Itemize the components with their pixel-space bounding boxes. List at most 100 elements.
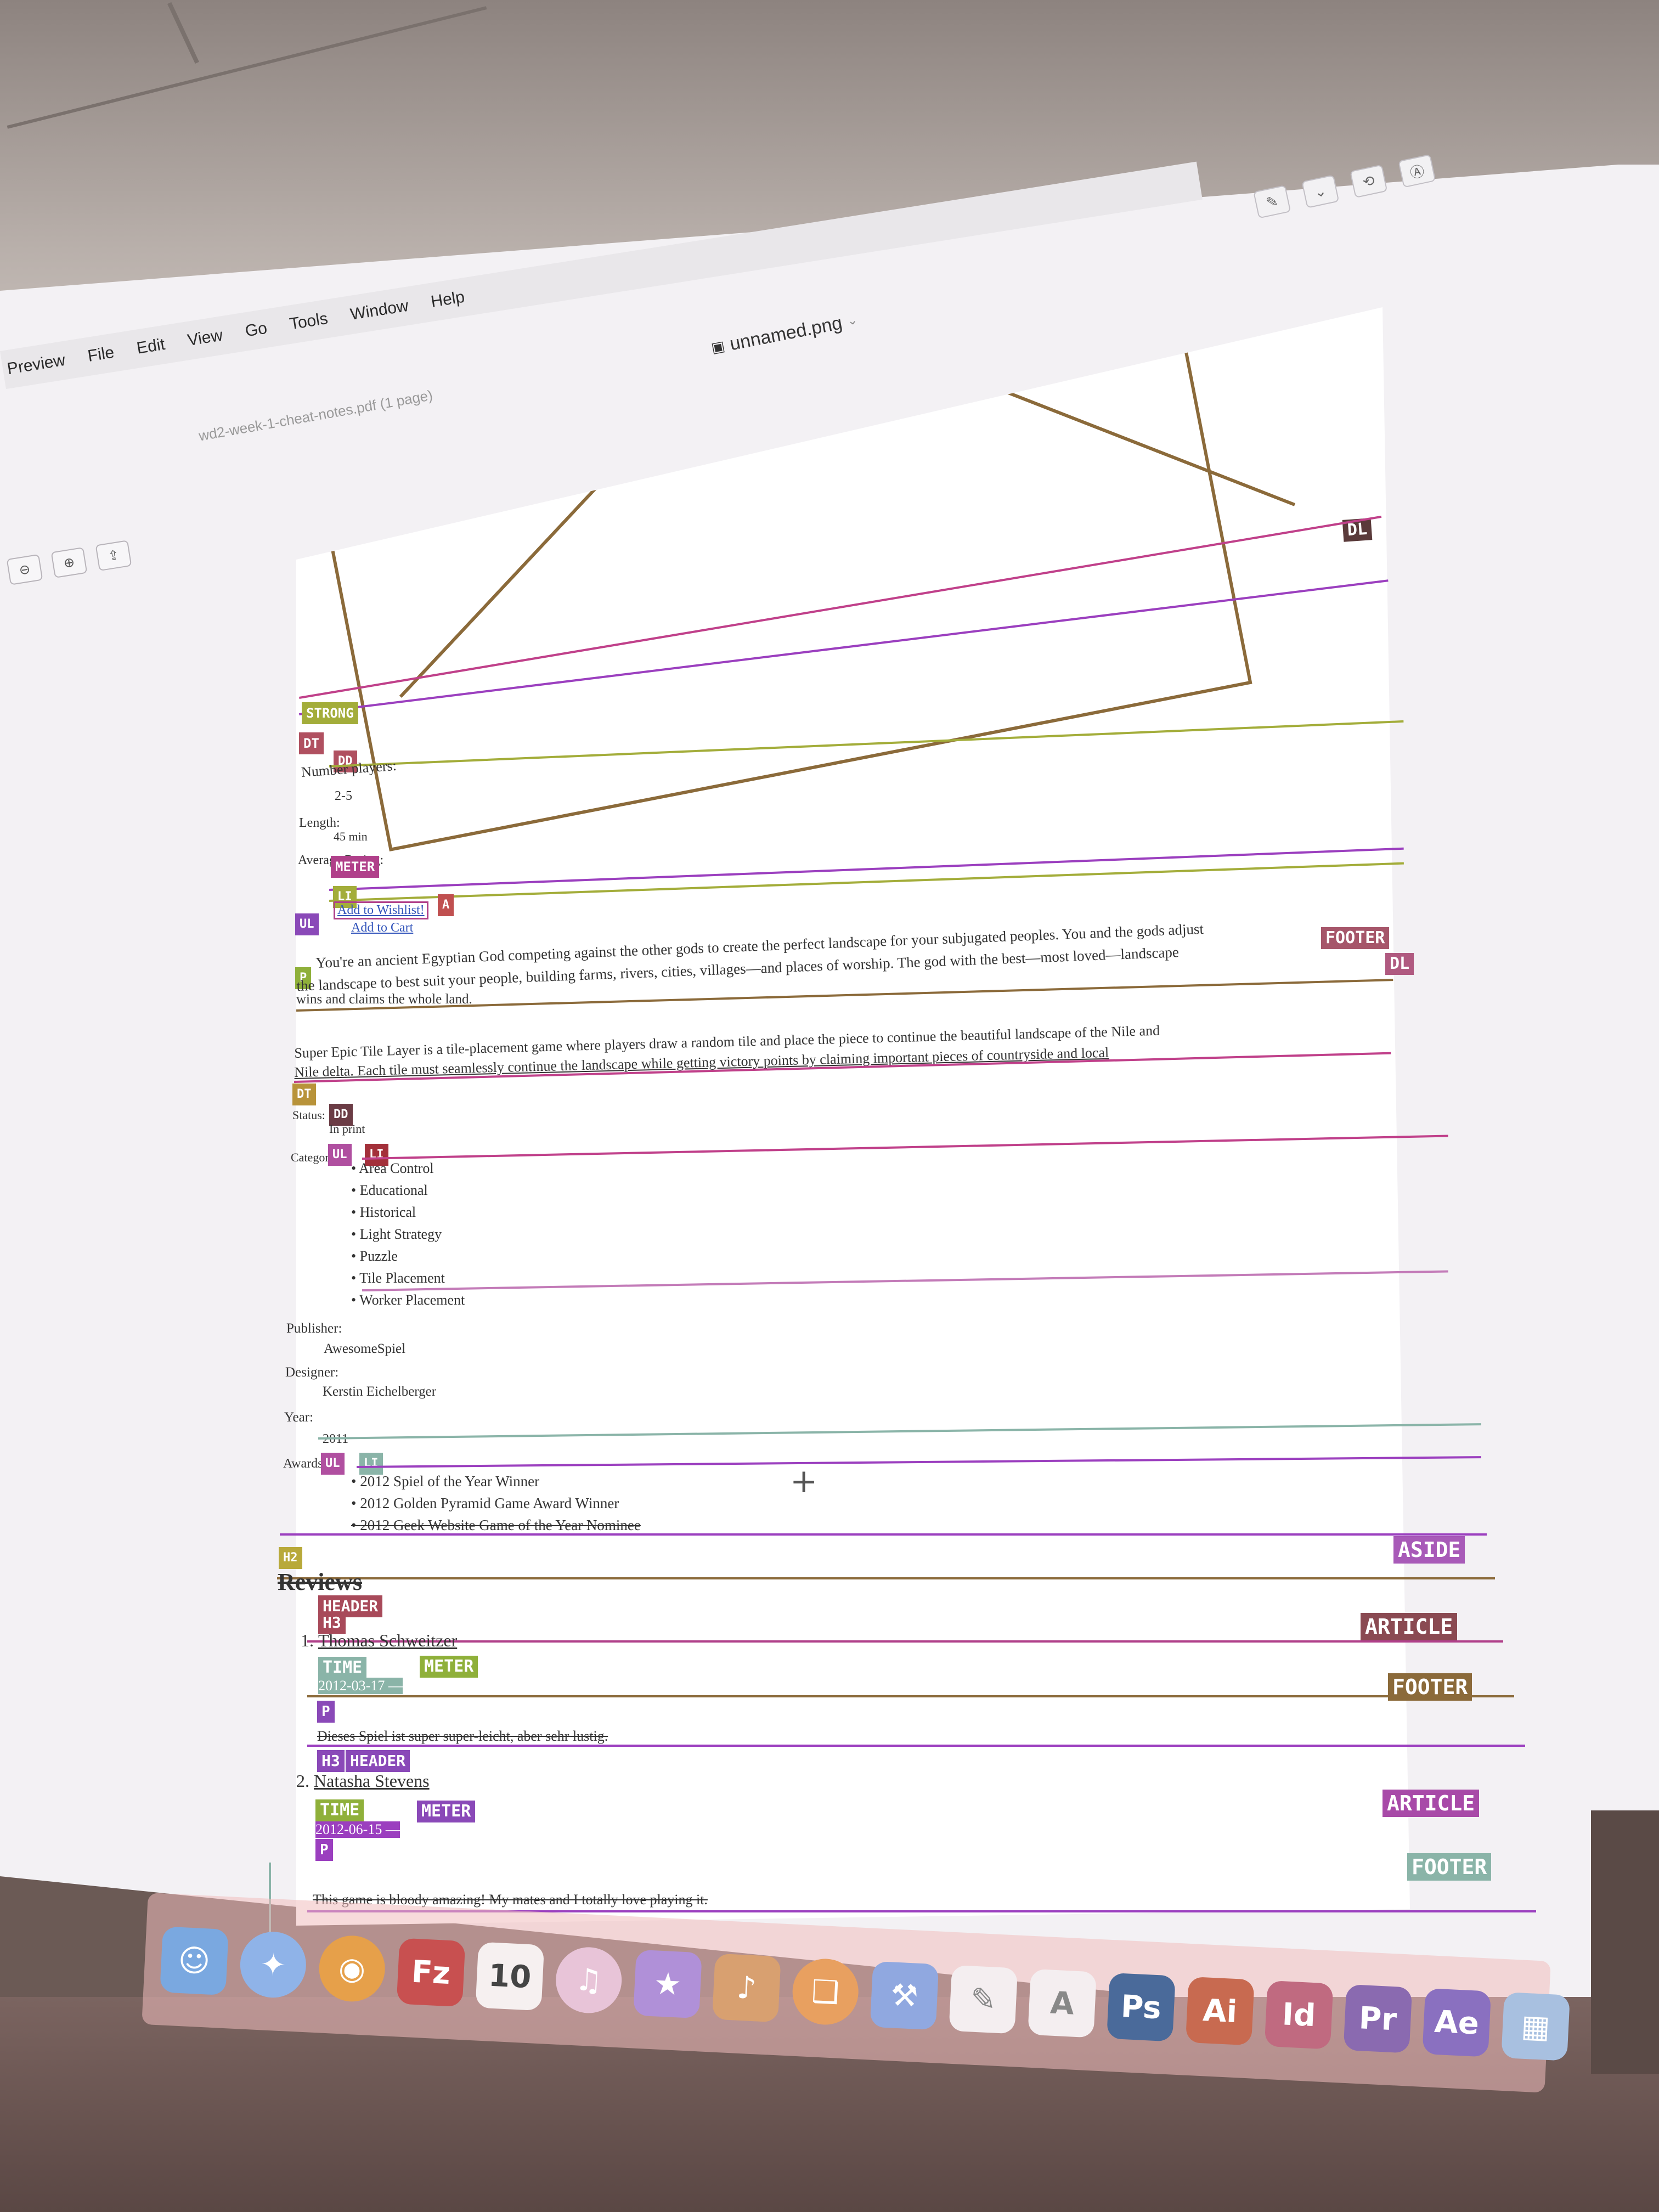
zoom-out-button[interactable]: ⊖ [6,554,43,585]
markup-pen-button[interactable]: ✎ [1253,185,1291,219]
menu-tools[interactable]: Tools [288,309,329,334]
xcode-icon[interactable]: ⚒ [870,1961,939,2030]
tag-article: ARTICLE [1383,1790,1480,1817]
preview-icon[interactable]: ▦ [1501,1991,1570,2061]
review-1-name: Thomas Schweitzer [318,1630,458,1650]
menu-help[interactable]: Help [430,287,466,311]
tag-header: HEADER [346,1750,410,1772]
status-value: In print [329,1122,365,1136]
tag-strong: STRONG [302,702,358,724]
tag-footer: FOOTER [1321,927,1390,949]
designer-label: Designer: [285,1365,339,1380]
rule-line [277,1577,1495,1579]
status-label: Status: [292,1108,325,1122]
screen-edge [1591,1810,1659,2074]
chrome-icon[interactable]: ◉ [317,1934,387,2004]
tag-time: TIME [318,1657,367,1679]
tag-dl: DL [1385,953,1414,975]
chevron-down-icon: ⌄ [1312,182,1328,201]
rotate-icon: ⟲ [1361,171,1376,190]
menu-go[interactable]: Go [244,319,269,341]
imovie-icon[interactable]: ★ [633,1949,702,2019]
review-1-text: Dieses Spiel ist super super-leicht, abe… [317,1728,608,1744]
tag-article: ARTICLE [1361,1613,1458,1640]
ibooks-icon[interactable]: ❑ [791,1957,860,2027]
aftereffects-icon[interactable]: Ae [1422,1988,1492,2057]
rule-line [307,1745,1525,1747]
annotate-button[interactable]: Ⓐ [1398,154,1436,188]
tag-ul: UL [321,1453,345,1475]
add-to-wishlist-link[interactable]: Add to Wishlist! [334,901,428,919]
textedit-icon[interactable]: A [1028,1968,1097,2038]
zoom-in-icon: ⊕ [62,554,76,571]
designer-value: Kerstin Eichelberger [323,1384,437,1399]
image-file-icon: ▣ [709,337,726,356]
menu-window[interactable]: Window [349,296,410,324]
tag-h3: H3 [317,1750,345,1772]
share-button[interactable]: ⇪ [95,540,132,572]
itunes-icon[interactable]: ♫ [554,1945,624,2015]
menu-preview[interactable]: Preview [5,351,67,379]
cursor-crosshair-icon: + [790,1462,818,1500]
category-item: Educational [351,1182,428,1199]
menu-view[interactable]: View [186,326,224,350]
tag-li: LI [333,886,357,908]
rule-line [280,1533,1487,1536]
finder-icon[interactable]: ☺ [160,1926,229,1996]
tag-p: P [315,1839,333,1861]
review-1-date: 2012-03-17 — [318,1678,403,1694]
tag-a: A [438,894,454,916]
filezilla-icon[interactable]: Fz [396,1938,466,2007]
tag-p: P [317,1701,335,1723]
reviews-heading: Reviews [278,1568,362,1595]
tag-footer: FOOTER [1407,1853,1492,1881]
chevron-down-icon: ⌄ [846,312,859,328]
publisher-value: AwesomeSpiel [324,1341,406,1356]
rule-line [307,1640,1503,1643]
tag-ul: UL [328,1144,352,1166]
year-label: Year: [284,1410,314,1425]
award-item: 2012 Golden Pyramid Game Award Winner [351,1495,619,1512]
tag-aside: ASIDE [1393,1536,1465,1564]
add-to-cart-link[interactable]: Add to Cart [351,921,414,935]
rule-line [307,1910,1536,1912]
review-2-index: 2. [296,1771,309,1791]
tag-dd: DD [329,1104,353,1126]
pages-icon[interactable]: ✎ [949,1965,1018,2034]
tag-dt: DT [299,732,324,754]
markup-menu-button[interactable]: ⌄ [1301,174,1340,208]
illustrator-icon[interactable]: Ai [1185,1976,1255,2046]
review-2-date: 2012-06-15 — [315,1821,400,1838]
tag-h2: H2 [279,1547,302,1569]
tag-p: P [295,967,312,989]
zoom-in-button[interactable]: ⊕ [50,547,88,578]
indesign-icon[interactable]: Id [1264,1980,1334,2050]
review-2-name: Natasha Stevens [314,1771,430,1791]
annotate-icon: Ⓐ [1408,162,1426,182]
photoshop-icon[interactable]: Ps [1107,1972,1176,2042]
tag-meter: METER [331,856,380,878]
rule-line [307,1695,1514,1697]
ceiling-seam [167,2,199,64]
award-item: 2012 Spiel of the Year Winner [351,1473,539,1490]
zoom-out-icon: ⊖ [18,561,32,578]
publisher-label: Publisher: [286,1321,342,1336]
safari-icon[interactable]: ✦ [238,1930,308,2000]
length-value: 45 min [334,830,368,843]
guitar-icon[interactable]: ♪ [712,1953,781,2023]
tag-ul: UL [295,913,319,935]
category-item: Historical [351,1204,416,1221]
rotate-button[interactable]: ⟲ [1350,164,1388,199]
tag-meter: METER [420,1656,478,1678]
award-item: 2012 Geek Website Game of the Year Nomin… [351,1517,641,1534]
tag-dt: DT [292,1084,316,1105]
tag-time: TIME [315,1799,364,1821]
number-players-value: 2-5 [335,789,352,803]
category-item: Worker Placement [351,1292,465,1308]
menu-file[interactable]: File [86,343,116,365]
tag-meter: METER [417,1801,476,1822]
premiere-icon[interactable]: Pr [1343,1984,1413,2053]
calendar-icon[interactable]: 10 [475,1942,545,2011]
ceiling-seam [7,6,487,129]
menu-edit[interactable]: Edit [135,335,167,358]
